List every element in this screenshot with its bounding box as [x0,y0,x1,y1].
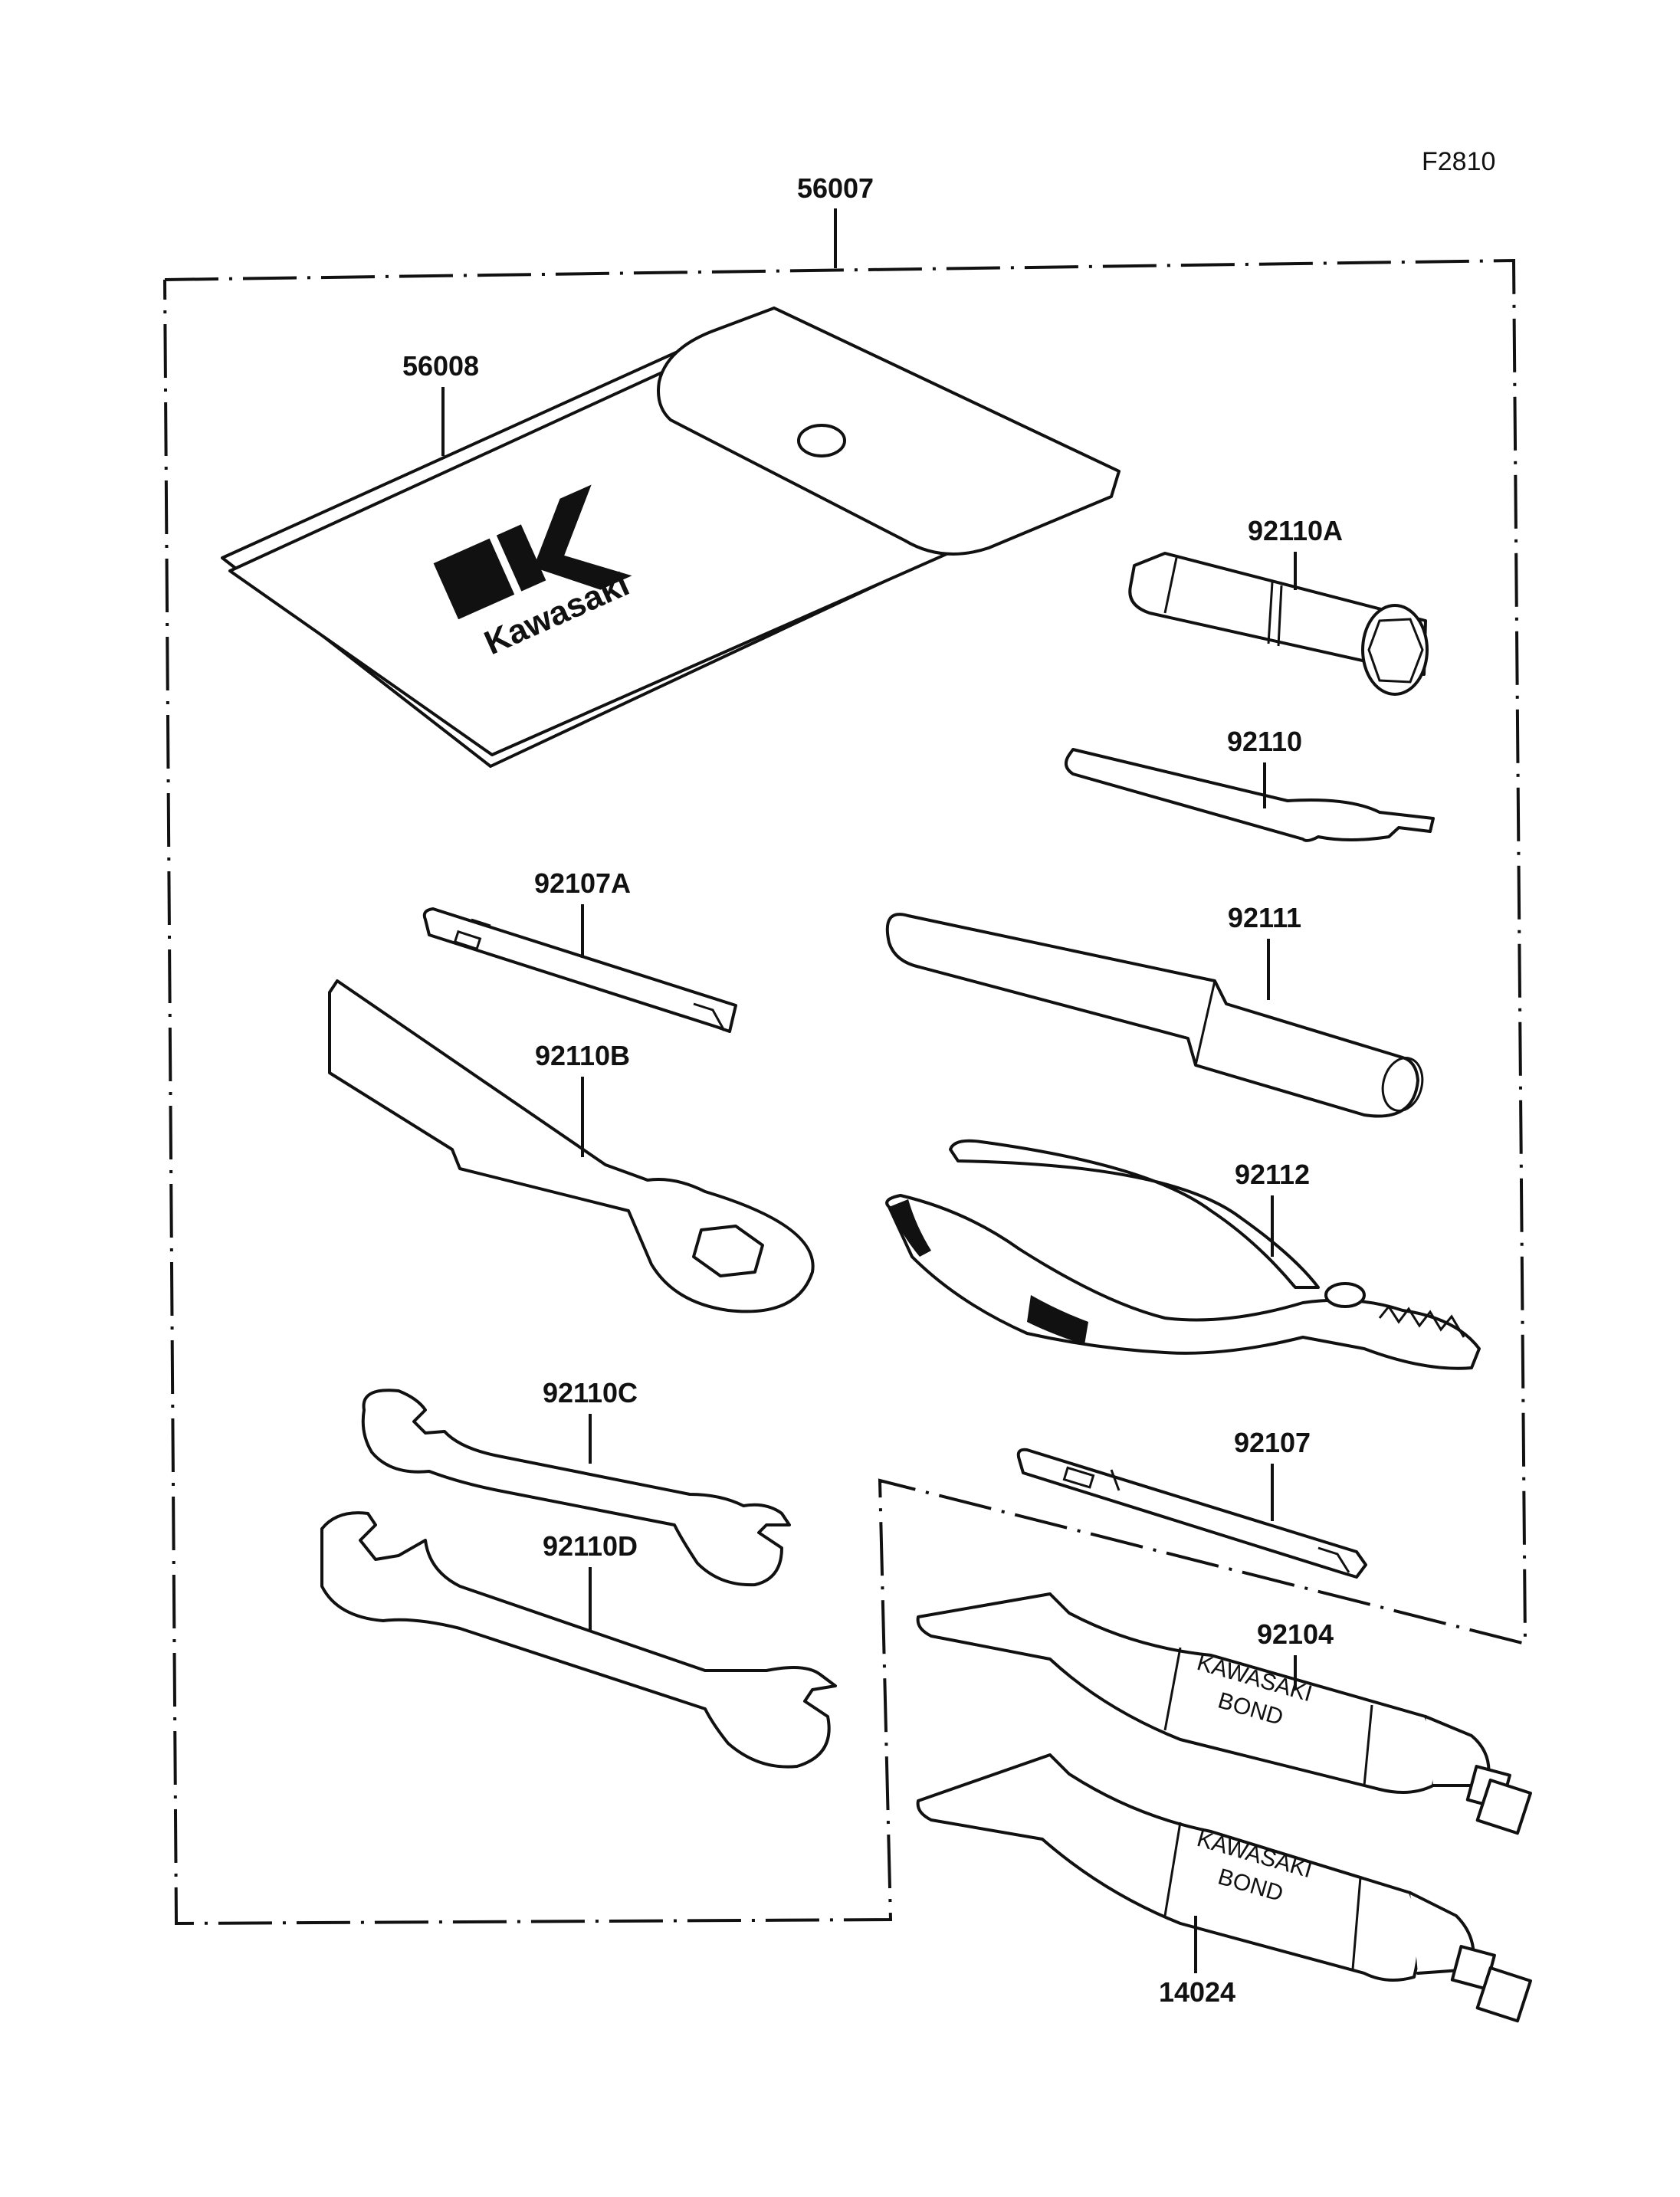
kit-boundary [163,258,1527,1926]
screwdriver-small [422,907,737,1033]
label-pouch: 56008 [402,350,479,382]
pliers [885,1139,1481,1370]
extension-handle [885,913,1424,1118]
label-hook-wrench: 92110 [1227,726,1302,757]
label-wrench-d: 92110D [543,1530,638,1562]
figure-code: F2810 [1422,147,1495,176]
open-end-wrench-d [320,1511,837,1769]
label-box-wrench: 92110B [535,1040,630,1071]
label-pliers: 92112 [1235,1159,1310,1190]
spark-plug-wrench [1128,552,1429,696]
open-end-wrench-c [361,1389,791,1587]
pouch-snap-button [797,424,846,457]
label-driver: 92107 [1234,1427,1311,1458]
tool-pouch: Kawasaki [221,307,1121,768]
label-plug-wrench: 92110A [1248,515,1343,546]
label-bond-upper: 92104 [1257,1618,1334,1650]
label-driver-small: 92107A [534,867,631,899]
box-end-wrench [328,979,815,1313]
screwdriver [1016,1448,1367,1579]
label-bond-lower: 14024 [1159,1976,1235,2008]
label-handle: 92111 [1228,902,1301,933]
label-wrench-c: 92110C [543,1377,638,1408]
label-kit: 56007 [797,172,874,204]
hook-wrench [1065,748,1435,842]
